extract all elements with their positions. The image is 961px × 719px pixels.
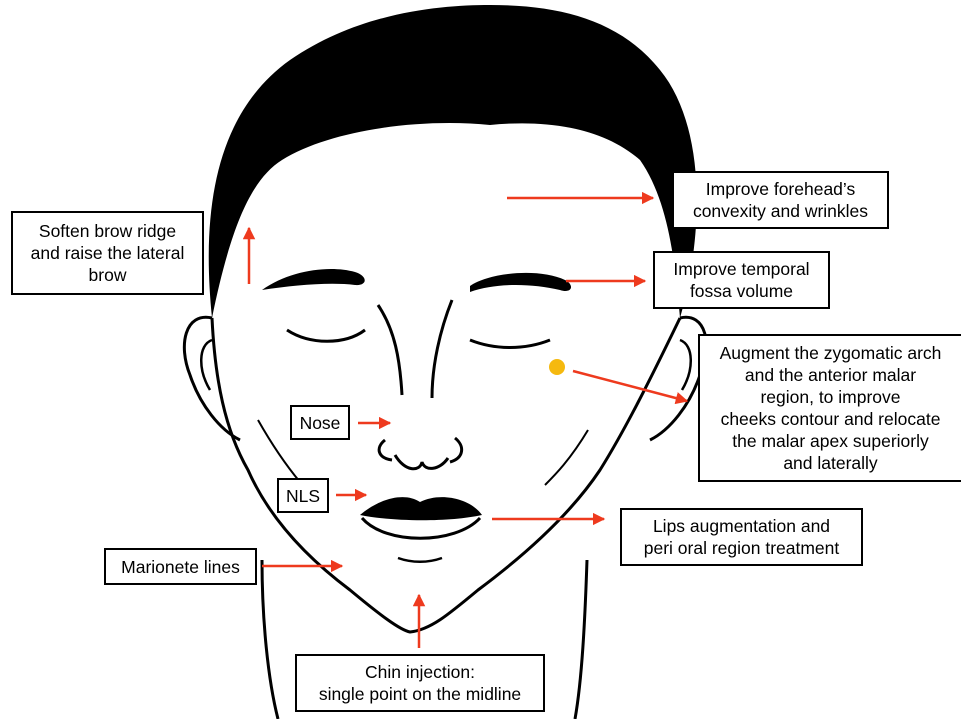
label-line: NLS xyxy=(286,485,320,507)
label-line: Augment the zygomatic arch xyxy=(720,342,942,364)
label-line: Soften brow ridge xyxy=(39,220,176,242)
nose-bridge-left xyxy=(378,305,402,395)
label-nls: NLS xyxy=(277,478,329,513)
label-marionette: Marionete lines xyxy=(104,548,257,585)
upper-lip xyxy=(360,497,482,520)
label-line: the malar apex superiorly xyxy=(732,430,928,452)
right-eye xyxy=(470,340,550,348)
right-ear-inner xyxy=(680,340,691,390)
label-line: Improve temporal xyxy=(673,258,809,280)
label-line: peri oral region treatment xyxy=(644,537,840,559)
label-line: single point on the midline xyxy=(319,683,521,705)
nose-bridge-right xyxy=(432,300,452,398)
label-line: and the anterior malar xyxy=(745,364,916,386)
arrow-zygomatic xyxy=(573,371,687,401)
hair xyxy=(209,5,697,318)
right-jaw-line xyxy=(545,430,588,485)
neck-right xyxy=(575,560,587,719)
label-line: convexity and wrinkles xyxy=(693,200,868,222)
label-line: cheeks contour and relocate xyxy=(721,408,941,430)
label-nose: Nose xyxy=(290,405,350,440)
label-line: region, to improve xyxy=(760,386,900,408)
label-line: Lips augmentation and xyxy=(653,515,830,537)
right-eyebrow xyxy=(470,273,571,292)
neck-left xyxy=(262,560,278,719)
label-line: and laterally xyxy=(783,452,877,474)
injection-point-marker xyxy=(549,359,565,375)
face-outline xyxy=(212,318,680,632)
nose-left-wing xyxy=(379,440,392,460)
label-line: brow xyxy=(89,264,127,286)
left-eye xyxy=(287,330,365,341)
label-line: Improve forehead’s xyxy=(706,178,856,200)
label-line: Nose xyxy=(300,412,341,434)
nose-right-wing xyxy=(450,438,462,462)
label-line: and raise the lateral xyxy=(31,242,185,264)
left-ear-inner xyxy=(201,340,212,390)
lower-lip xyxy=(362,518,480,538)
label-line: Marionete lines xyxy=(121,556,240,578)
chin-crease xyxy=(398,558,442,562)
label-line: Chin injection: xyxy=(365,661,475,683)
label-line: fossa volume xyxy=(690,280,793,302)
left-eyebrow xyxy=(262,269,365,290)
nose-tip xyxy=(395,455,448,469)
label-chin: Chin injection:single point on the midli… xyxy=(295,654,545,712)
